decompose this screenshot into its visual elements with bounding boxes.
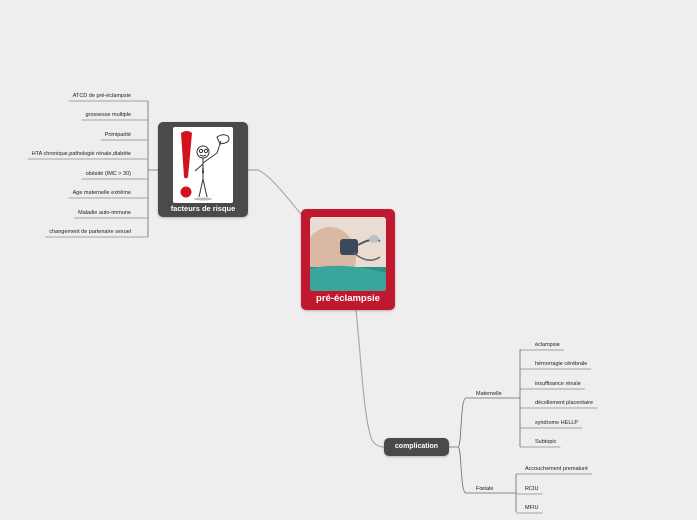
- risk-factors-title: facteurs de risque: [158, 204, 248, 213]
- maternelle-leaf[interactable]: syndrome HELLP: [535, 419, 578, 427]
- complication-topic[interactable]: complication: [384, 438, 449, 456]
- maternelle-leaf[interactable]: décollement placentaire: [535, 399, 593, 407]
- foetale-leaf[interactable]: RCIU: [525, 485, 538, 493]
- maternelle-leaf[interactable]: insuffisance rénale: [535, 380, 581, 388]
- connector-central-risk: [248, 170, 301, 214]
- foetale-subtopic[interactable]: Fœtale: [476, 485, 493, 493]
- warning-figure-icon: [173, 127, 233, 203]
- maternelle-leaf[interactable]: hémorragie cérébrale: [535, 360, 587, 368]
- risk-leaf[interactable]: grossesse multiple: [85, 111, 131, 119]
- central-title: pré-éclampsie: [301, 293, 395, 304]
- risk-leaf[interactable]: Age maternelle extrême: [73, 189, 131, 197]
- risk-leaf[interactable]: changement de partenaire sexuel: [49, 228, 131, 236]
- connector-risk-bracket: [148, 101, 158, 237]
- risk-leaf[interactable]: obésité (IMC > 30): [86, 170, 131, 178]
- connector-maternelle-bracket: [510, 349, 520, 447]
- central-topic[interactable]: pré-éclampsie: [301, 209, 395, 310]
- blood-pressure-photo: [310, 217, 386, 291]
- foetale-leaf[interactable]: MFIU: [525, 504, 538, 512]
- maternelle-leaf[interactable]: éclampsie: [535, 341, 560, 349]
- connector-foetale-bracket: [510, 474, 516, 512]
- foetale-leaf[interactable]: Accouchement prematuré: [525, 465, 588, 473]
- risk-leaf[interactable]: ATCD de pré-éclampsie: [73, 92, 131, 100]
- maternelle-leaf[interactable]: Subtopic: [535, 438, 556, 446]
- risk-leaf[interactable]: Primiparité: [105, 131, 131, 139]
- risk-leaf[interactable]: Maladie auto-immune: [78, 209, 131, 217]
- maternelle-subtopic[interactable]: Maternelle: [476, 390, 502, 398]
- connector-complication-branches: [449, 398, 510, 493]
- risk-leaf[interactable]: HTA chronique,pathologie rénale,diabète: [32, 150, 131, 158]
- connector-central-complication: [356, 310, 384, 447]
- risk-factors-topic[interactable]: facteurs de risque: [158, 122, 248, 217]
- complication-title: complication: [395, 443, 438, 450]
